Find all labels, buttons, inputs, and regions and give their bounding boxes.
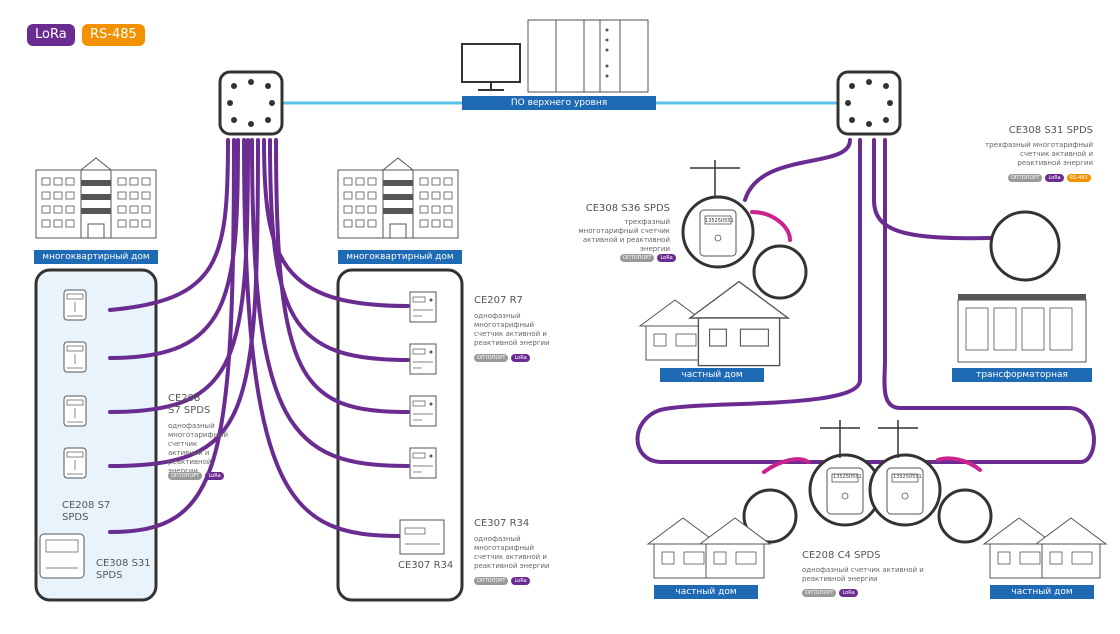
server-label: ПО верхнего уровня — [462, 96, 656, 110]
badge-optoport: ОПТОПОРТ — [474, 354, 509, 362]
private-house-label-top: частный дом — [660, 368, 764, 382]
private-house-label-right: частный дом — [990, 585, 1094, 599]
badge-lora: LoRa — [657, 254, 676, 262]
ce208s7-desc: однофазный многотарифный счетчик активно… — [168, 422, 229, 475]
ce308s36-title: CE308 S36 SPDS — [585, 203, 670, 214]
ce208s7-caption: CE208 S7 SPDS — [62, 500, 111, 523]
ce307r34-caption: CE307 R34 — [398, 560, 454, 571]
ce307r34-badges: ОПТОПОРТ LoRa — [474, 577, 530, 585]
legend-lora: LoRa — [27, 24, 75, 46]
apartment-building-right — [337, 157, 459, 239]
meter-ce307r34 — [399, 519, 445, 555]
ce207r7-badges: ОПТОПОРТ LoRa — [474, 354, 530, 362]
server-rack — [461, 19, 649, 93]
apartment-label-left: многоквартирный дом — [34, 250, 158, 264]
utility-poles — [690, 160, 918, 458]
badge-optoport: ОПТОПОРТ — [168, 472, 203, 480]
pink-connectors — [750, 210, 982, 474]
meter-ce207r7-3 — [409, 395, 437, 427]
ce308s31-caption: CE308 S31 SPDS — [96, 558, 151, 581]
badge-lora: LoRa — [1045, 174, 1064, 182]
meter-ce208s7-2 — [63, 341, 87, 373]
badge-optoport: ОПТОПОРТ — [802, 589, 837, 597]
ce208c4-title: CE208 C4 SPDS — [802, 550, 881, 561]
callout-bubbles — [742, 210, 1061, 544]
lora-lines-right — [635, 138, 1096, 464]
badge-lora: LoRa — [511, 577, 530, 585]
ce208s7-title: CE208 S7 SPDS — [168, 393, 211, 416]
gateway-right — [836, 70, 902, 136]
ce208s7-badges: ОПТОПОРТ LoRa — [168, 472, 224, 480]
ce207r7-title: CE207 R7 — [474, 295, 523, 306]
badge-lora: LoRa — [511, 354, 530, 362]
serial-ce308s36: 135250551 — [705, 218, 734, 224]
ce308s36-desc: трехфазный многотарифный счетчик активно… — [578, 218, 670, 253]
badge-rs485: RS-485 — [1066, 174, 1091, 182]
apartment-label-right: многоквартирный дом — [338, 250, 462, 264]
meter-ce208c4-2 — [868, 453, 942, 527]
ce207r7-desc: однофазный многотарифный счетчик активно… — [474, 312, 550, 347]
legend-rs485: RS-485 — [82, 24, 145, 46]
badge-optoport: ОПТОПОРТ — [620, 254, 655, 262]
badge-lora: LoRa — [205, 472, 224, 480]
serial-ce208c4-2: 135250551 — [893, 474, 922, 480]
meter-ce207r7-2 — [409, 343, 437, 375]
serial-ce208c4-1: 135250551 — [833, 474, 862, 480]
meter-ce308s36 — [681, 195, 755, 269]
ce208c4-desc: однофазный счетчик активной и реактивной… — [802, 566, 924, 583]
ce308s36-badges: ОПТОПОРТ LoRa — [620, 254, 676, 262]
meter-ce207r7-4 — [409, 447, 437, 479]
ce308s31-badges: ОПТОПОРТ LoRa RS-485 — [1008, 174, 1091, 182]
ce308s31-title: CE308 S31 SPDS — [1008, 125, 1093, 136]
lora-lines-left — [108, 138, 410, 538]
badge-lora: LoRa — [839, 589, 858, 597]
meter-ce208s7-1 — [63, 289, 87, 321]
gateway-left — [218, 70, 284, 136]
ce208c4-badges: ОПТОПОРТ LoRa — [802, 589, 858, 597]
ce307r34-desc: однофазный многотарифный счетчик активно… — [474, 535, 550, 570]
private-house-label-left: частный дом — [654, 585, 758, 599]
apartment-building-left — [35, 157, 157, 239]
substation-label: трансформаторная подстанция — [952, 368, 1092, 394]
meter-ce208s7-3 — [63, 395, 87, 427]
transformer-substation — [957, 294, 1087, 363]
badge-optoport: ОПТОПОРТ — [1008, 174, 1043, 182]
house-right-2 — [1035, 517, 1107, 579]
ce307r34-title: CE307 R34 — [474, 518, 530, 529]
meter-ce207r7-1 — [409, 291, 437, 323]
meter-ce208s7-4 — [63, 447, 87, 479]
ce308s31-desc: трехфазный многотарифный счетчик активно… — [985, 141, 1093, 167]
badge-optoport: ОПТОПОРТ — [474, 577, 509, 585]
meter-ce308s31 — [39, 533, 85, 579]
